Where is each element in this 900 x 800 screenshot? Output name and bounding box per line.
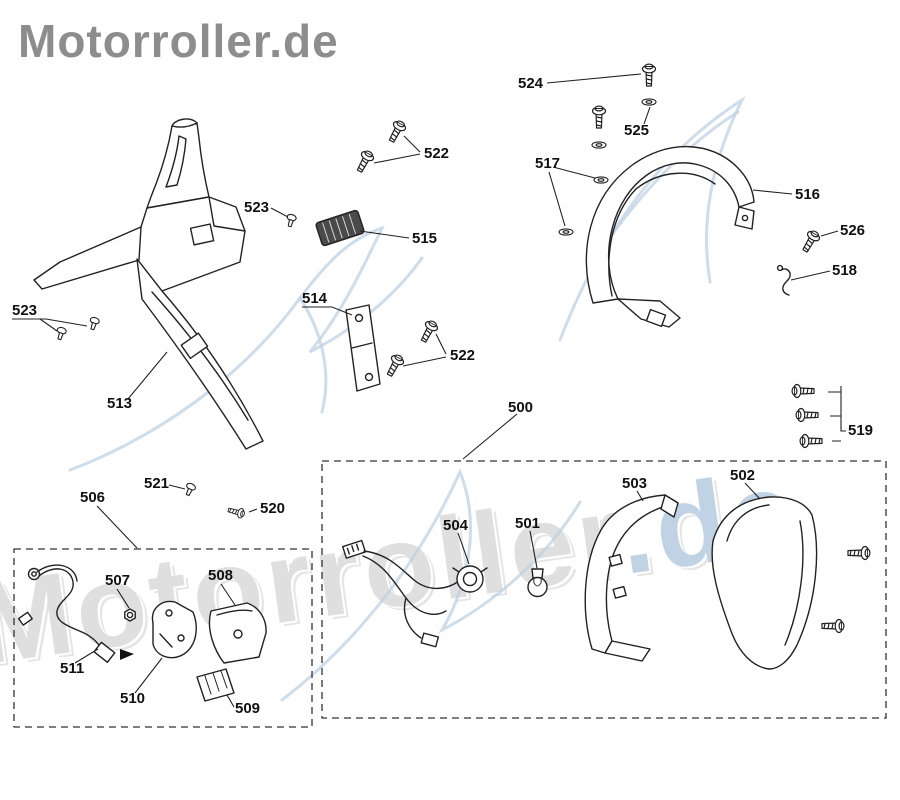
- bolt-icon: [417, 318, 441, 345]
- bolt-icon: [383, 352, 407, 379]
- part-label-501: 501: [515, 515, 540, 532]
- left-group-box: [13, 548, 313, 728]
- washer-icon: [641, 98, 657, 106]
- part-label-504: 504: [443, 517, 469, 534]
- part-label-515: 515: [412, 230, 437, 247]
- part-labels: 522 523 515 514 523 522 513 524 525 517 …: [12, 75, 873, 717]
- mount-plate-drawing: [151, 600, 197, 659]
- washer-icon: [593, 176, 609, 184]
- cable-assembly-drawing: [17, 564, 116, 663]
- rivet-pin-icon: [86, 315, 101, 332]
- rubber-pad-drawing: [315, 209, 365, 247]
- part-label-524: 524: [518, 75, 544, 92]
- part-label-526: 526: [840, 222, 865, 239]
- bulb-drawing: [527, 568, 548, 598]
- bolt-icon: [799, 433, 823, 449]
- part-label-518: 518: [832, 262, 857, 279]
- rear-fender-drawing: [585, 145, 755, 328]
- part-label-508: 508: [208, 567, 233, 584]
- part-label-517: 517: [535, 155, 560, 172]
- wiring-harness-drawing: [341, 539, 488, 648]
- bracket-drawing: [345, 304, 381, 392]
- part-label-521: 521: [144, 475, 169, 492]
- right-group-box: [321, 460, 887, 719]
- side-cover-left-drawing: [584, 494, 679, 662]
- gasket-pad-drawing: [196, 668, 235, 702]
- rivet-pin-icon: [182, 481, 198, 498]
- bolt-icon: [385, 118, 409, 145]
- bolt-icon: [791, 383, 815, 399]
- rivet-pin-icon: [284, 212, 298, 229]
- washer-icon: [558, 228, 574, 236]
- bolt-icon: [353, 148, 377, 175]
- part-label-516: 516: [795, 186, 820, 203]
- part-label-511: 511: [60, 660, 84, 677]
- bolt-icon: [795, 407, 819, 423]
- screw-icon: [226, 504, 247, 520]
- front-fender-drawing: [33, 118, 264, 450]
- bolt-icon: [591, 105, 607, 129]
- lamp-housing-drawing: [208, 602, 267, 664]
- part-label-513: 513: [107, 395, 132, 412]
- part-label-506: 506: [80, 489, 105, 506]
- rivet-pin-icon: [53, 325, 68, 342]
- part-label-520: 520: [260, 500, 285, 517]
- side-cover-right-drawing: [711, 496, 818, 670]
- bolt-icon: [641, 63, 657, 87]
- bolt-icon: [847, 545, 871, 561]
- brand-logo: Motorroller.de: [18, 15, 339, 67]
- part-label-525: 525: [624, 122, 649, 139]
- part-label-519: 519: [848, 422, 873, 439]
- part-label-523-a: 523: [244, 199, 269, 216]
- part-label-502: 502: [730, 467, 755, 484]
- washer-icon: [591, 141, 607, 149]
- leader-lines: [12, 73, 846, 708]
- part-label-522-a: 522: [424, 145, 449, 162]
- part-label-510: 510: [120, 690, 145, 707]
- nut-drawing: [124, 608, 136, 622]
- artwork-layer: [17, 63, 871, 702]
- part-label-523-b: 523: [12, 302, 37, 319]
- part-label-507: 507: [105, 572, 130, 589]
- bolt-icon: [821, 618, 845, 634]
- bolt-icon: [798, 227, 823, 255]
- part-label-514: 514: [302, 290, 328, 307]
- part-label-503: 503: [622, 475, 647, 492]
- direction-arrow-icon: [120, 649, 134, 660]
- part-label-522-b: 522: [450, 347, 475, 364]
- part-label-509: 509: [235, 700, 260, 717]
- part-label-500: 500: [508, 399, 533, 416]
- hook-clip-drawing: [776, 264, 791, 296]
